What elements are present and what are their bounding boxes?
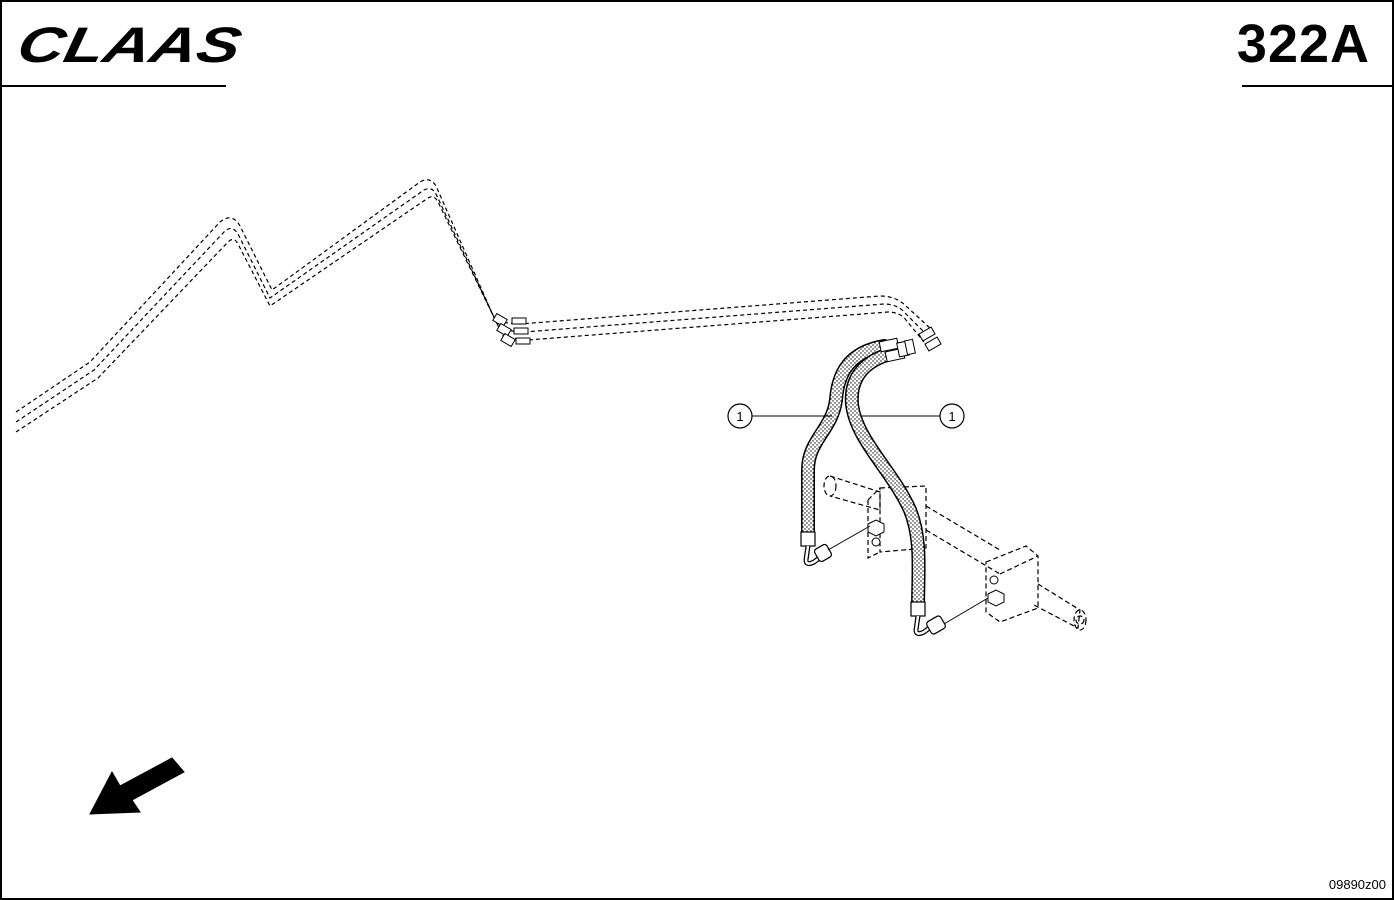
- brand-underline: [0, 85, 226, 87]
- pipe-fittings-right: [918, 326, 942, 352]
- connection-leaders: [827, 525, 989, 625]
- brand-logo: CLAAS: [14, 20, 244, 68]
- cylinder-ports: [867, 519, 1005, 607]
- svg-text:CLAAS: CLAAS: [14, 20, 244, 68]
- callout-left: 1: [727, 403, 832, 429]
- page-number: 322A: [1236, 14, 1370, 74]
- hydraulic-cylinder: [823, 475, 1087, 631]
- pipe-fittings-left: [492, 312, 531, 348]
- hose-upper-fittings: [878, 337, 916, 363]
- hose-right: [844, 347, 946, 637]
- hose-left: [800, 339, 891, 567]
- svg-text:1: 1: [736, 409, 743, 424]
- page-number-underline: [1242, 85, 1394, 87]
- dashed-pipe-run: [15, 179, 933, 433]
- svg-text:1: 1: [948, 409, 955, 424]
- travel-direction-arrow-icon: [89, 757, 185, 815]
- drawing-code: 09890z00: [1328, 877, 1386, 892]
- callout-right: 1: [862, 403, 965, 429]
